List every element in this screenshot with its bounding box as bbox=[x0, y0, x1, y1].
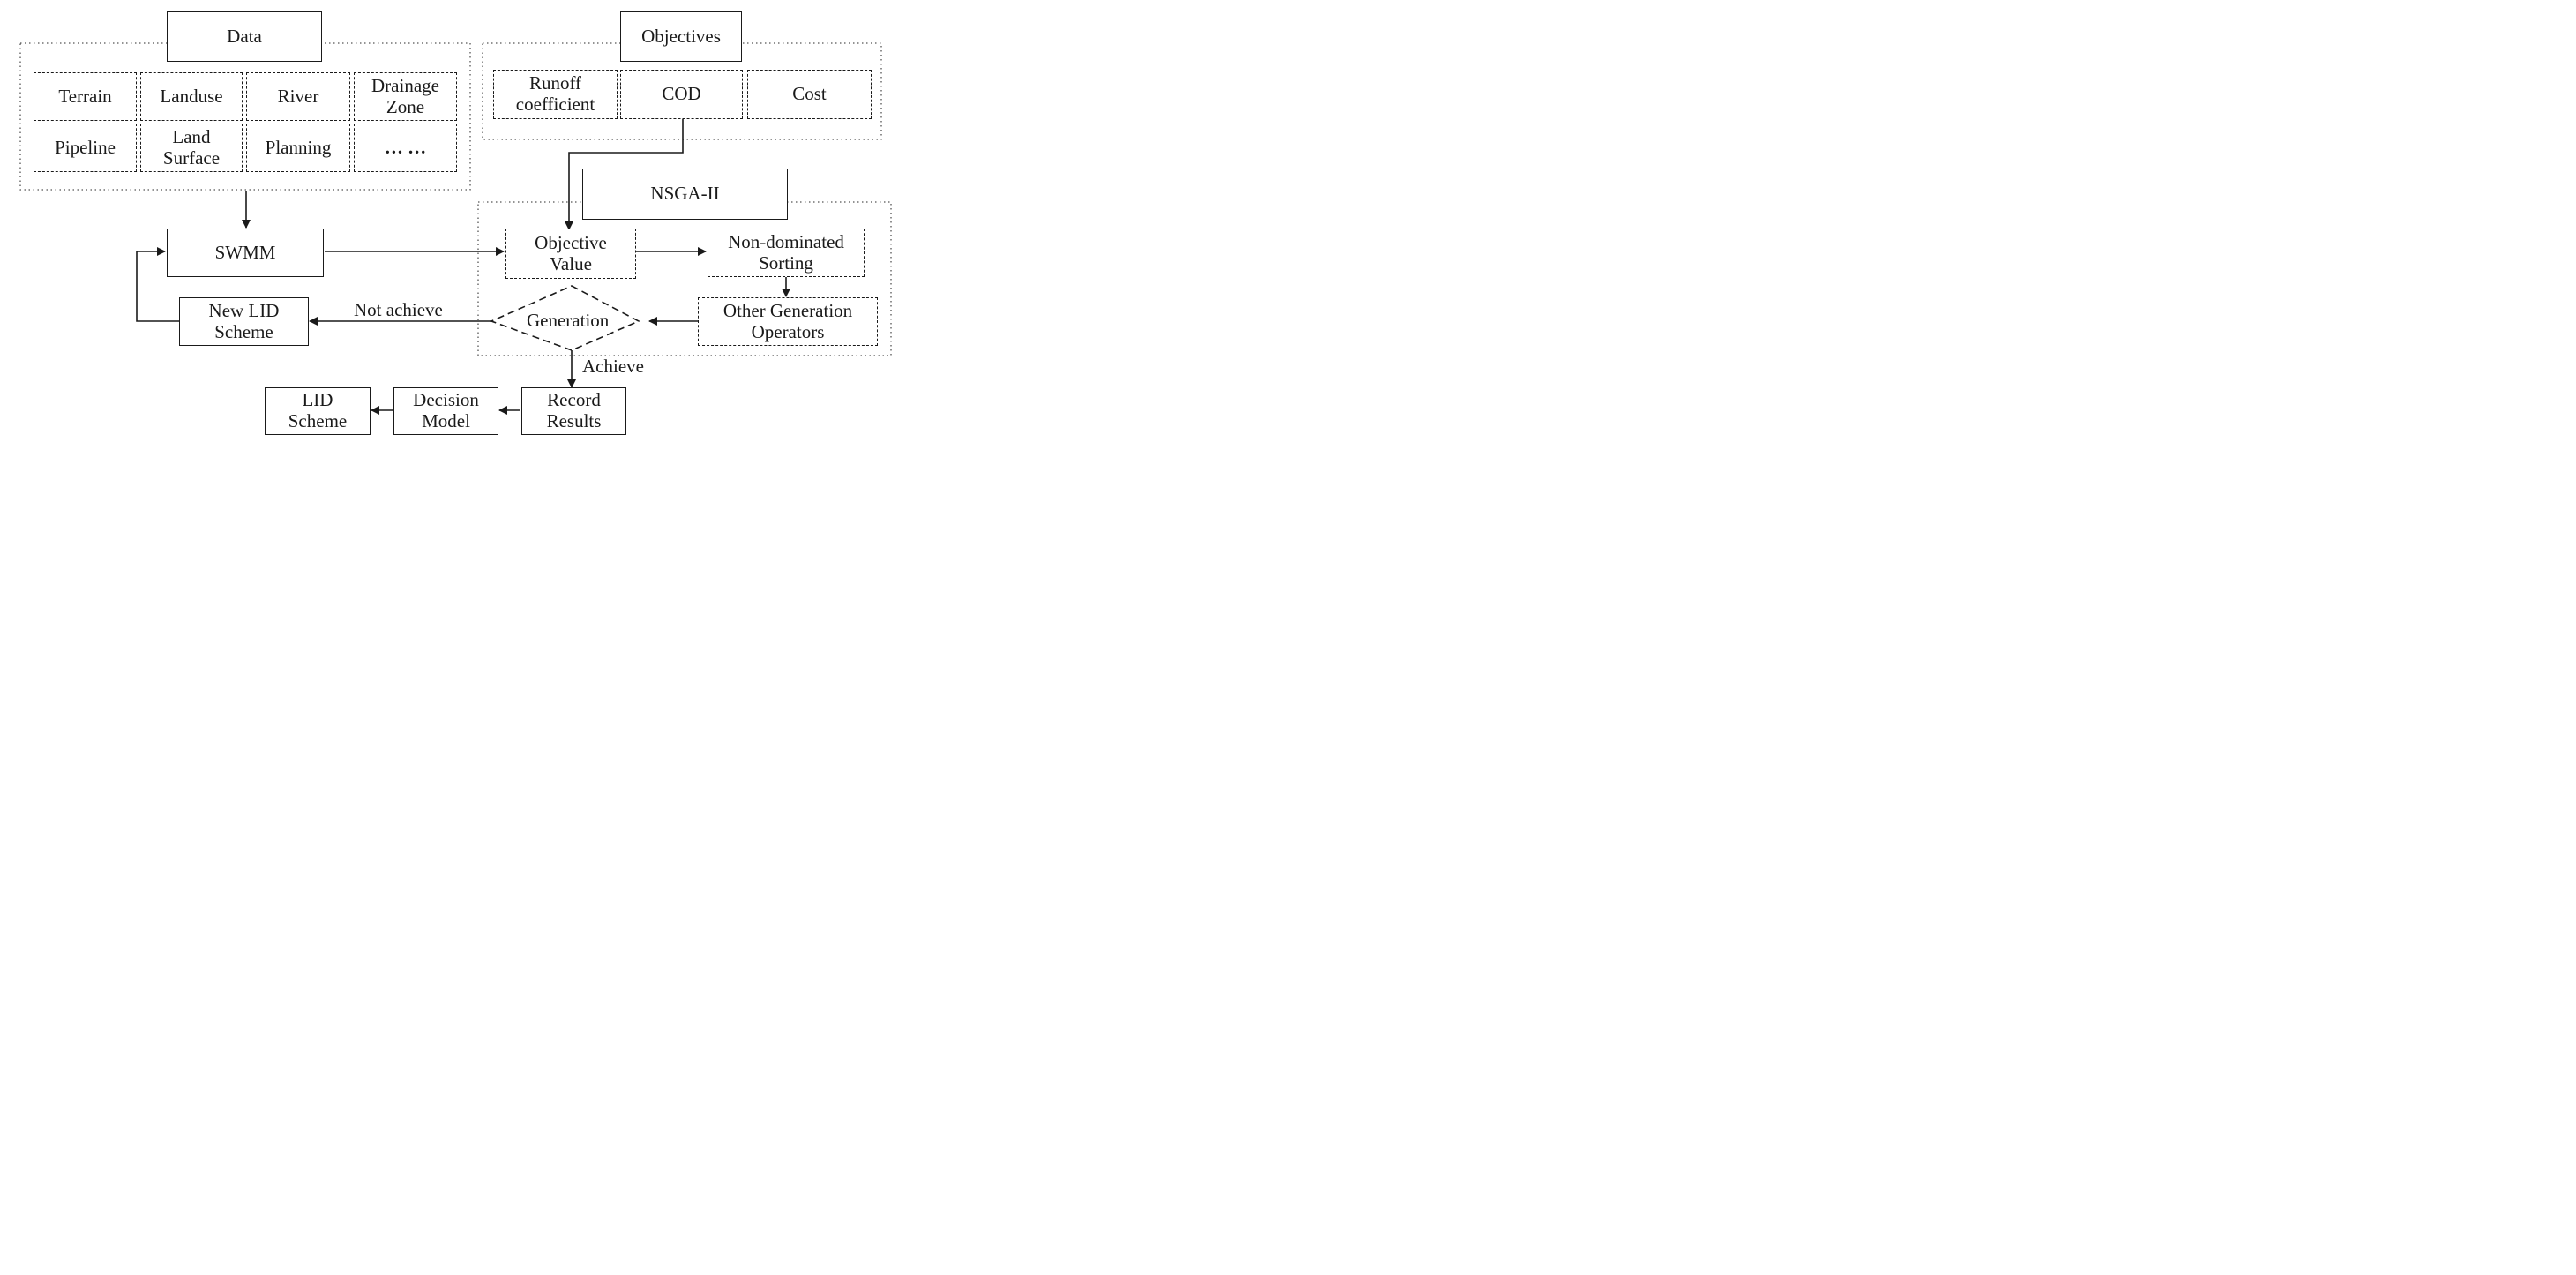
arrow-objectives-to-objective-value bbox=[565, 118, 684, 230]
achieve-label: Achieve bbox=[582, 356, 644, 377]
nsga-group-frame bbox=[477, 201, 892, 356]
not-achieve-label: Not achieve bbox=[354, 299, 443, 320]
data-item-planning: Planning bbox=[246, 124, 350, 172]
generation-diamond bbox=[489, 285, 640, 351]
data-title-box: Data bbox=[167, 11, 322, 62]
objectives-title-box: Objectives bbox=[620, 11, 742, 62]
data-item-drainage-zone: Drainage Zone bbox=[354, 72, 457, 121]
lid-scheme-box: LID Scheme bbox=[265, 387, 371, 435]
new-lid-scheme-box: New LID Scheme bbox=[179, 297, 309, 346]
objective-cost: Cost bbox=[747, 70, 872, 119]
record-results-box: Record Results bbox=[521, 387, 626, 435]
data-item-river: River bbox=[246, 72, 350, 121]
nsga-title-box: NSGA-II bbox=[582, 169, 788, 220]
other-generation-operators-box: Other Generation Operators bbox=[698, 297, 878, 346]
objective-cod: COD bbox=[620, 70, 743, 119]
data-item-pipeline: Pipeline bbox=[34, 124, 137, 172]
objective-runoff-coefficient: Runoff coefficient bbox=[493, 70, 618, 119]
data-item-terrain: Terrain bbox=[34, 72, 137, 121]
diagram-connectors bbox=[19, 42, 892, 415]
generation-label: Generation bbox=[527, 310, 610, 331]
data-item-more: … … bbox=[354, 124, 457, 172]
non-dominated-sorting-box: Non-dominated Sorting bbox=[708, 229, 865, 277]
arrow-new-lid-to-swmm bbox=[136, 247, 179, 322]
swmm-box: SWMM bbox=[167, 229, 324, 277]
data-item-land-surface: Land Surface bbox=[140, 124, 243, 172]
objective-value-box: Objective Value bbox=[505, 229, 636, 279]
data-item-landuse: Landuse bbox=[140, 72, 243, 121]
decision-model-box: Decision Model bbox=[393, 387, 498, 435]
